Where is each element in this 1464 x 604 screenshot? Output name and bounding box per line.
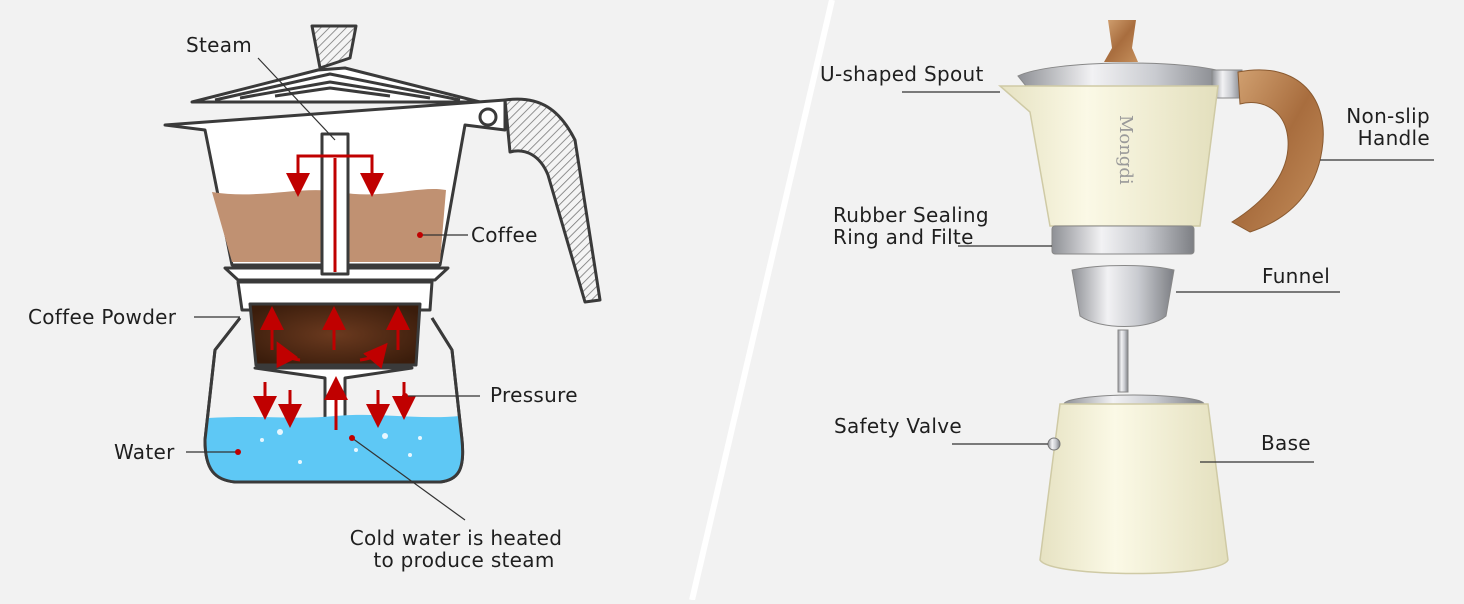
handle-hatched bbox=[503, 97, 602, 304]
lid-knob bbox=[310, 24, 358, 70]
label-ring-line2: Ring and Filte bbox=[833, 225, 974, 249]
label-ring-line1: Rubber Sealing bbox=[833, 203, 989, 227]
label-water: Water bbox=[114, 440, 175, 464]
label-steam: Steam bbox=[186, 33, 253, 57]
safety-valve-icon bbox=[1047, 437, 1061, 451]
water-liquid bbox=[205, 414, 463, 482]
water-bubbles bbox=[260, 429, 422, 464]
label-funnel: Funnel bbox=[1262, 264, 1331, 288]
label-base: Base bbox=[1261, 431, 1311, 455]
label-safety-valve: Safety Valve bbox=[834, 414, 963, 438]
upper-pot-body bbox=[997, 85, 1219, 227]
base-boiler bbox=[1039, 403, 1229, 575]
sealing-ring bbox=[1051, 225, 1195, 255]
label-handle-line2: Handle bbox=[1357, 126, 1430, 150]
label-coffee: Coffee bbox=[471, 223, 538, 247]
funnel-cup bbox=[1071, 265, 1175, 327]
label-handle: Non-slip Handle bbox=[1330, 105, 1430, 149]
product-exploded-view: Mongdi bbox=[997, 20, 1324, 575]
panel-divider bbox=[689, 0, 835, 601]
metal-lid bbox=[1017, 62, 1231, 87]
wood-knob bbox=[1104, 20, 1138, 62]
label-cold-water: Cold water is heated to produce steam bbox=[336, 527, 576, 571]
flow-arrows bbox=[253, 154, 416, 430]
funnel-stem bbox=[1117, 329, 1129, 393]
cross-section-diagram bbox=[163, 24, 602, 484]
label-coffee-powder: Coffee Powder bbox=[28, 305, 177, 329]
left-leader-lines bbox=[186, 57, 480, 521]
label-handle-line1: Non-slip bbox=[1346, 104, 1430, 128]
right-leader-lines bbox=[902, 91, 1434, 463]
label-cold-water-line2: to produce steam bbox=[373, 548, 555, 572]
label-cold-water-line1: Cold water is heated bbox=[349, 526, 563, 550]
wood-handle bbox=[1231, 69, 1324, 233]
label-spout: U-shaped Spout bbox=[820, 62, 984, 86]
label-pressure: Pressure bbox=[490, 383, 578, 407]
brand-logo: Mongdi bbox=[1115, 115, 1136, 185]
label-ring: Rubber Sealing Ring and Filte bbox=[833, 204, 989, 248]
